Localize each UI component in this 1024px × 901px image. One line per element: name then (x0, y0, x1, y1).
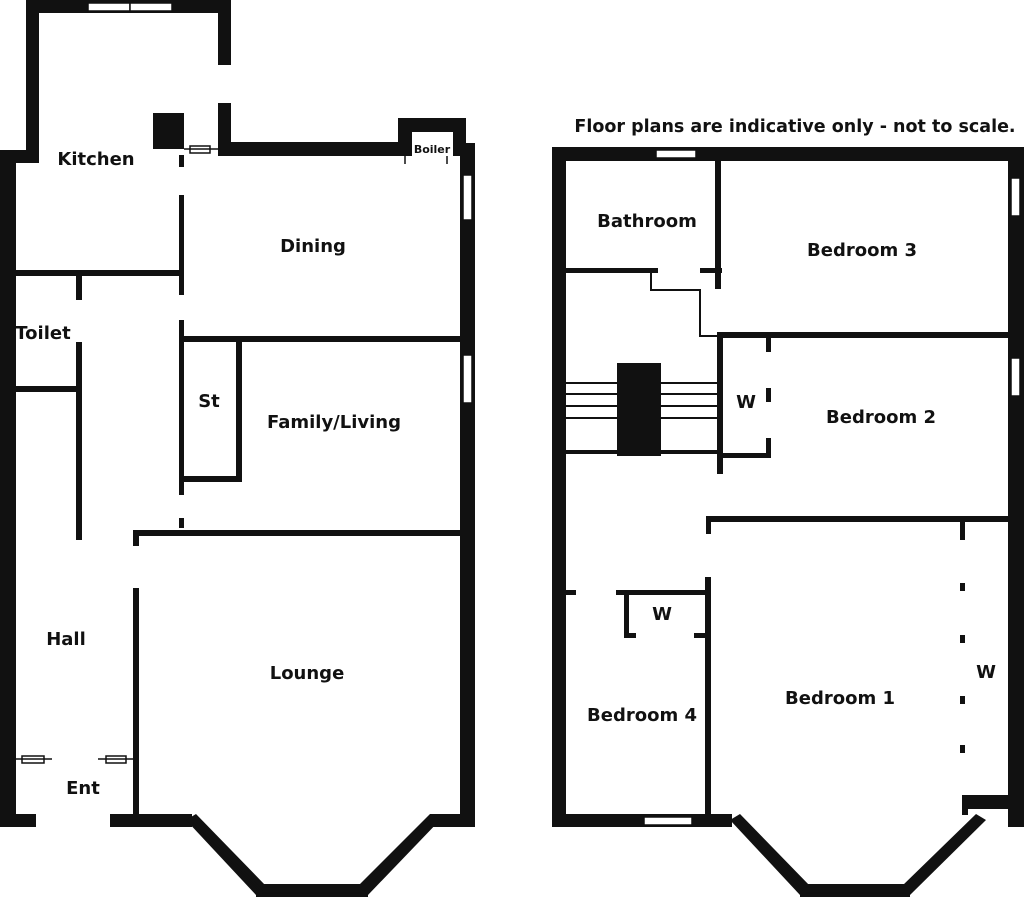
ground-floor-outer-walls (0, 0, 475, 897)
wardrobe-2-label: W (736, 392, 756, 413)
bedroom4-window (643, 816, 693, 826)
scale-disclaimer: Floor plans are indicative only - not to… (574, 117, 1015, 137)
ground-floor-fixtures (16, 145, 448, 764)
wardrobe-4-label: W (652, 604, 672, 625)
dining-label: Dining (280, 236, 346, 257)
boiler-label: Boiler (414, 143, 451, 156)
kitchen-window (129, 2, 173, 12)
entrance-label: Ent (66, 778, 100, 799)
bathroom-label: Bathroom (597, 211, 697, 232)
bedroom-1-label: Bedroom 1 (785, 688, 895, 709)
ground-floor-labels: Kitchen Boiler Dining Toilet St Family/L… (15, 143, 450, 799)
first-floor-plan: Floor plans are indicative only - not to… (552, 117, 1024, 897)
bay-window (192, 820, 263, 892)
wardrobe-1-label: W (976, 662, 996, 683)
family-living-label: Family/Living (267, 412, 401, 433)
first-floor-labels: Bathroom Bedroom 3 W Bedroom 2 W Bedroom… (587, 211, 996, 726)
toilet-label: Toilet (15, 323, 71, 344)
ground-floor-internal-walls (16, 113, 462, 814)
stair-treads (566, 273, 717, 419)
bathroom-window (655, 149, 697, 159)
ground-floor-windows (87, 2, 473, 894)
bedroom3-window (1010, 177, 1021, 217)
dining-window (462, 174, 473, 221)
lounge-label: Lounge (270, 663, 345, 684)
store-label: St (198, 391, 220, 412)
bedroom-4-label: Bedroom 4 (587, 705, 697, 726)
stairwell-block (617, 363, 661, 456)
kitchen-window (87, 2, 131, 12)
hall-label: Hall (46, 629, 86, 650)
first-floor-windows (643, 149, 1021, 894)
ground-floor-plan: Kitchen Boiler Dining Toilet St Family/L… (0, 0, 475, 897)
family-window (462, 354, 473, 404)
bedroom-2-label: Bedroom 2 (826, 407, 936, 428)
bedroom2-window (1010, 357, 1021, 397)
kitchen-label: Kitchen (57, 149, 134, 170)
bedroom-3-label: Bedroom 3 (807, 240, 917, 261)
first-floor-internal-walls (566, 161, 1008, 814)
